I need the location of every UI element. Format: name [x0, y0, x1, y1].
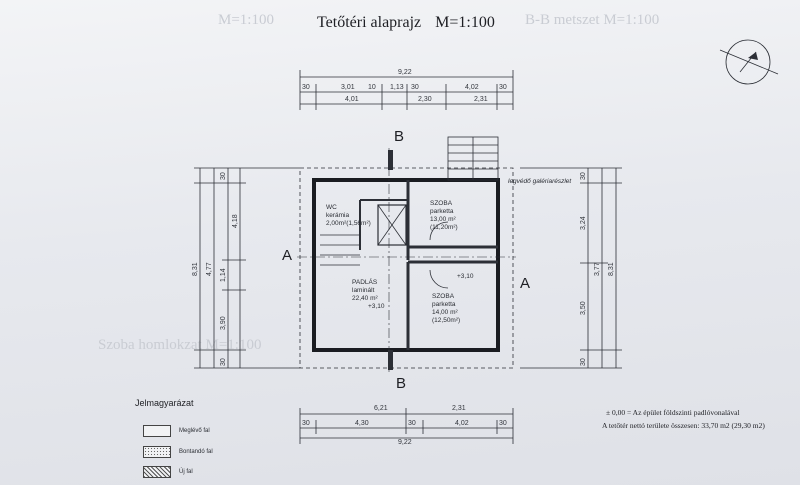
room-upper-name: SZOBA — [430, 200, 453, 207]
room-upper: SZOBA parketta 13,00 m² (11,20m²) — [430, 200, 458, 232]
dim-left-part-1: 4,18 — [232, 214, 239, 228]
ghost-elevation-title: Szoba homlokzat M=1:100 — [98, 337, 262, 353]
dim-bottom-r2-0: 30 — [302, 420, 310, 427]
dim-bottom-total: 9,22 — [398, 439, 412, 446]
dim-top-r1-0: 30 — [302, 84, 310, 91]
dim-bottom-r2-2: 30 — [408, 420, 416, 427]
note-net-area: A tetőtér nettó területe összesen: 33,70… — [602, 421, 765, 430]
room-lower-area: 14,00 m² — [432, 309, 458, 316]
dim-top-r2-2: 2,31 — [474, 96, 488, 103]
dim-top-r2-1: 2,30 — [418, 96, 432, 103]
legend-item-demolish: Bontandó fal — [143, 446, 343, 460]
page-title: Tetőtéri alaprajz M=1:100 — [317, 14, 495, 32]
room-lower-net: (12,50m²) — [432, 317, 461, 324]
room-hall-floor: laminált — [352, 287, 375, 294]
legend-swatch-existing — [143, 425, 171, 437]
room-lower: SZOBA parketta 14,00 m² (12,50m²) — [432, 293, 460, 325]
dim-top-total: 9,22 — [398, 69, 412, 76]
dim-left-total: 8,31 — [192, 262, 199, 276]
gallery-note: legvédő galériarészlet — [508, 178, 572, 185]
dim-right-sub: 3,77 — [594, 262, 601, 276]
legend-label-existing: Meglévő fal — [179, 428, 210, 434]
room-lower-floor: parketta — [432, 301, 456, 308]
legend-label-demolish: Bontandó fal — [179, 449, 213, 455]
dim-top-r1-6: 30 — [499, 84, 507, 91]
note-zero-level: ± 0,00 = Az épület földszinti padlóvonal… — [606, 408, 740, 417]
room-wc-floor: kerámia — [326, 212, 350, 219]
dim-right-part-3: 30 — [580, 358, 587, 366]
section-b-bottom: B — [396, 375, 407, 392]
dim-left-sub: 4,77 — [206, 262, 213, 276]
dim-top-r1-4: 30 — [411, 84, 419, 91]
level-mark-1: +3,10 — [457, 273, 474, 280]
legend-label-new: Új fal — [179, 469, 193, 475]
dim-right-part-1: 3,24 — [580, 216, 587, 230]
dim-bottom-r2-4: 30 — [499, 420, 507, 427]
room-hall-area: 22,40 m² — [352, 295, 378, 302]
room-wc-name: WC — [326, 204, 337, 211]
legend-swatch-demolish — [143, 446, 171, 458]
dim-left-part-3: 3,90 — [220, 316, 227, 330]
dim-top-r1-2: 10 — [368, 84, 376, 91]
dim-right-total: 8,31 — [608, 262, 615, 276]
dim-bottom-r1-0: 6,21 — [374, 405, 388, 412]
ghost-scale-left: M=1:100 — [218, 12, 274, 28]
title-text: Tetőtéri alaprajz — [317, 14, 422, 31]
level-mark-2: +3,10 — [368, 303, 385, 310]
room-upper-floor: parketta — [430, 208, 454, 215]
legend-swatch-new — [143, 466, 171, 478]
section-a-right: A — [520, 275, 531, 292]
dim-right-part-2: 3,50 — [580, 301, 587, 315]
room-wc-area: 2,00m²(1,56m²) — [326, 220, 371, 227]
room-wc: WC kerámia 2,00m²(1,56m²) — [326, 204, 371, 228]
room-lower-name: SZOBA — [432, 293, 455, 300]
ghost-section-title: B-B metszet M=1:100 — [525, 12, 660, 28]
section-a-left: A — [282, 247, 293, 264]
dim-top-r1-3: 1,13 — [390, 84, 404, 91]
dim-left-part-2: 1,14 — [220, 268, 227, 282]
title-scale: M=1:100 — [435, 14, 495, 31]
dim-bottom-r2-1: 4,30 — [355, 420, 369, 427]
room-hall-name: PADLÁS — [352, 279, 378, 286]
dim-left-part-0: 30 — [220, 172, 227, 180]
legend-item-existing: Meglévő fal — [143, 425, 343, 439]
dim-left-part-4: 30 — [220, 358, 227, 366]
legend-item-new: Új fal — [143, 466, 343, 480]
room-upper-net: (11,20m²) — [430, 224, 458, 231]
section-b-top: B — [394, 128, 405, 145]
dim-right-part-0: 30 — [580, 172, 587, 180]
room-upper-area: 13,00 m² — [430, 216, 456, 223]
dim-top-r2-0: 4,01 — [345, 96, 359, 103]
dim-bottom-r1-1: 2,31 — [452, 405, 466, 412]
legend-title: Jelmagyarázat — [135, 398, 194, 408]
dim-top-r1-1: 3,01 — [341, 84, 355, 91]
dim-top-r1-5: 4,02 — [465, 84, 479, 91]
room-hall: PADLÁS laminált 22,40 m² — [352, 279, 378, 303]
dim-bottom-r2-3: 4,02 — [455, 420, 469, 427]
